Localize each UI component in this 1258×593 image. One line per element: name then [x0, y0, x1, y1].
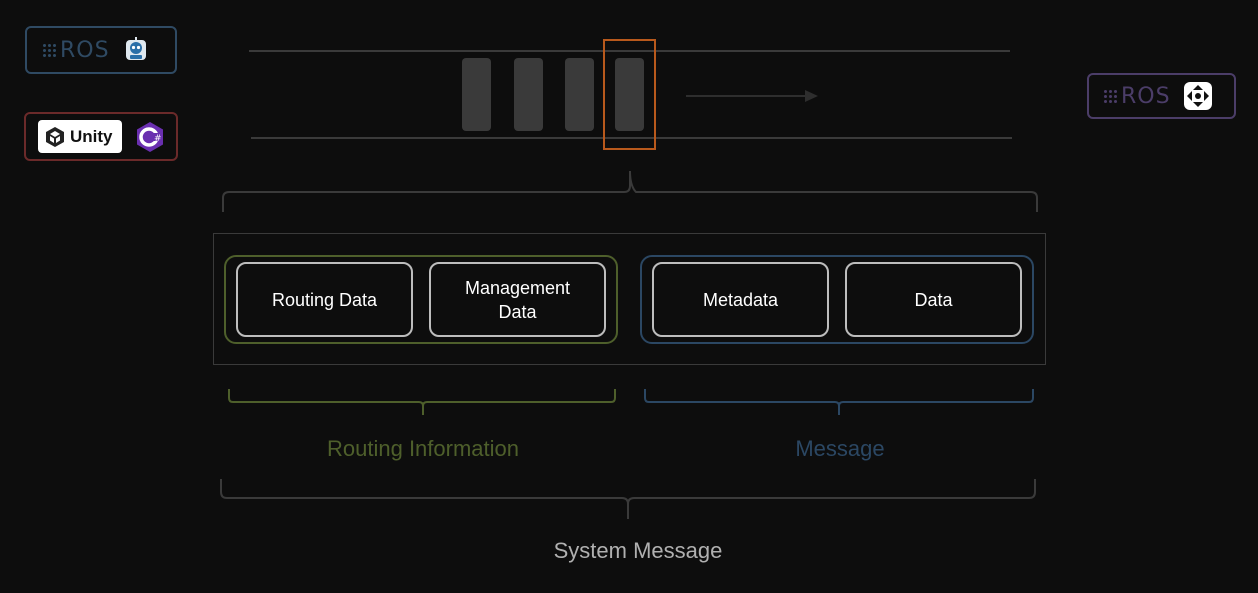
csharp-icon: # [137, 121, 163, 152]
management-data-field: Management Data [429, 262, 606, 337]
highlighted-packet-frame [603, 39, 656, 150]
unity-cube-icon [46, 126, 64, 147]
ros-badge-top-left: ROS [25, 26, 177, 74]
ros-dots-icon [1104, 89, 1117, 103]
routing-brace [228, 389, 616, 415]
message-brace [644, 389, 1034, 415]
routing-data-field: Routing Data [236, 262, 413, 337]
metadata-field: Metadata [652, 262, 829, 337]
svg-text:#: # [154, 134, 162, 144]
routing-information-label: Routing Information [327, 436, 519, 461]
unity-logo: Unity [38, 120, 122, 153]
robot-icon [125, 37, 146, 60]
flow-arrow-head [805, 90, 818, 102]
message-group [640, 255, 1034, 344]
ros-dots-icon [43, 43, 56, 57]
data-field: Data [845, 262, 1022, 337]
nodes-icon [1183, 82, 1212, 110]
packet [615, 58, 644, 131]
ros-badge-right: ROS [1087, 73, 1236, 119]
unity-logo-text: Unity [70, 126, 113, 146]
message-label: Message [795, 436, 885, 461]
data-label: Data [914, 289, 953, 310]
top-brace [222, 170, 1038, 212]
management-data-label: Management Data [464, 277, 571, 322]
packet [462, 58, 491, 131]
packet [514, 58, 543, 131]
packet [565, 58, 594, 131]
ros-logo-text: ROS [60, 37, 110, 63]
system-message-container [213, 233, 1046, 365]
routing-information-group [224, 255, 618, 344]
ros-logo-text: ROS [1121, 83, 1171, 109]
metadata-label: Metadata [702, 289, 779, 310]
unity-badge: Unity # [24, 112, 178, 161]
system-message-brace [220, 479, 1036, 519]
routing-data-label: Routing Data [271, 289, 378, 310]
system-message-label: System Message [553, 538, 723, 563]
